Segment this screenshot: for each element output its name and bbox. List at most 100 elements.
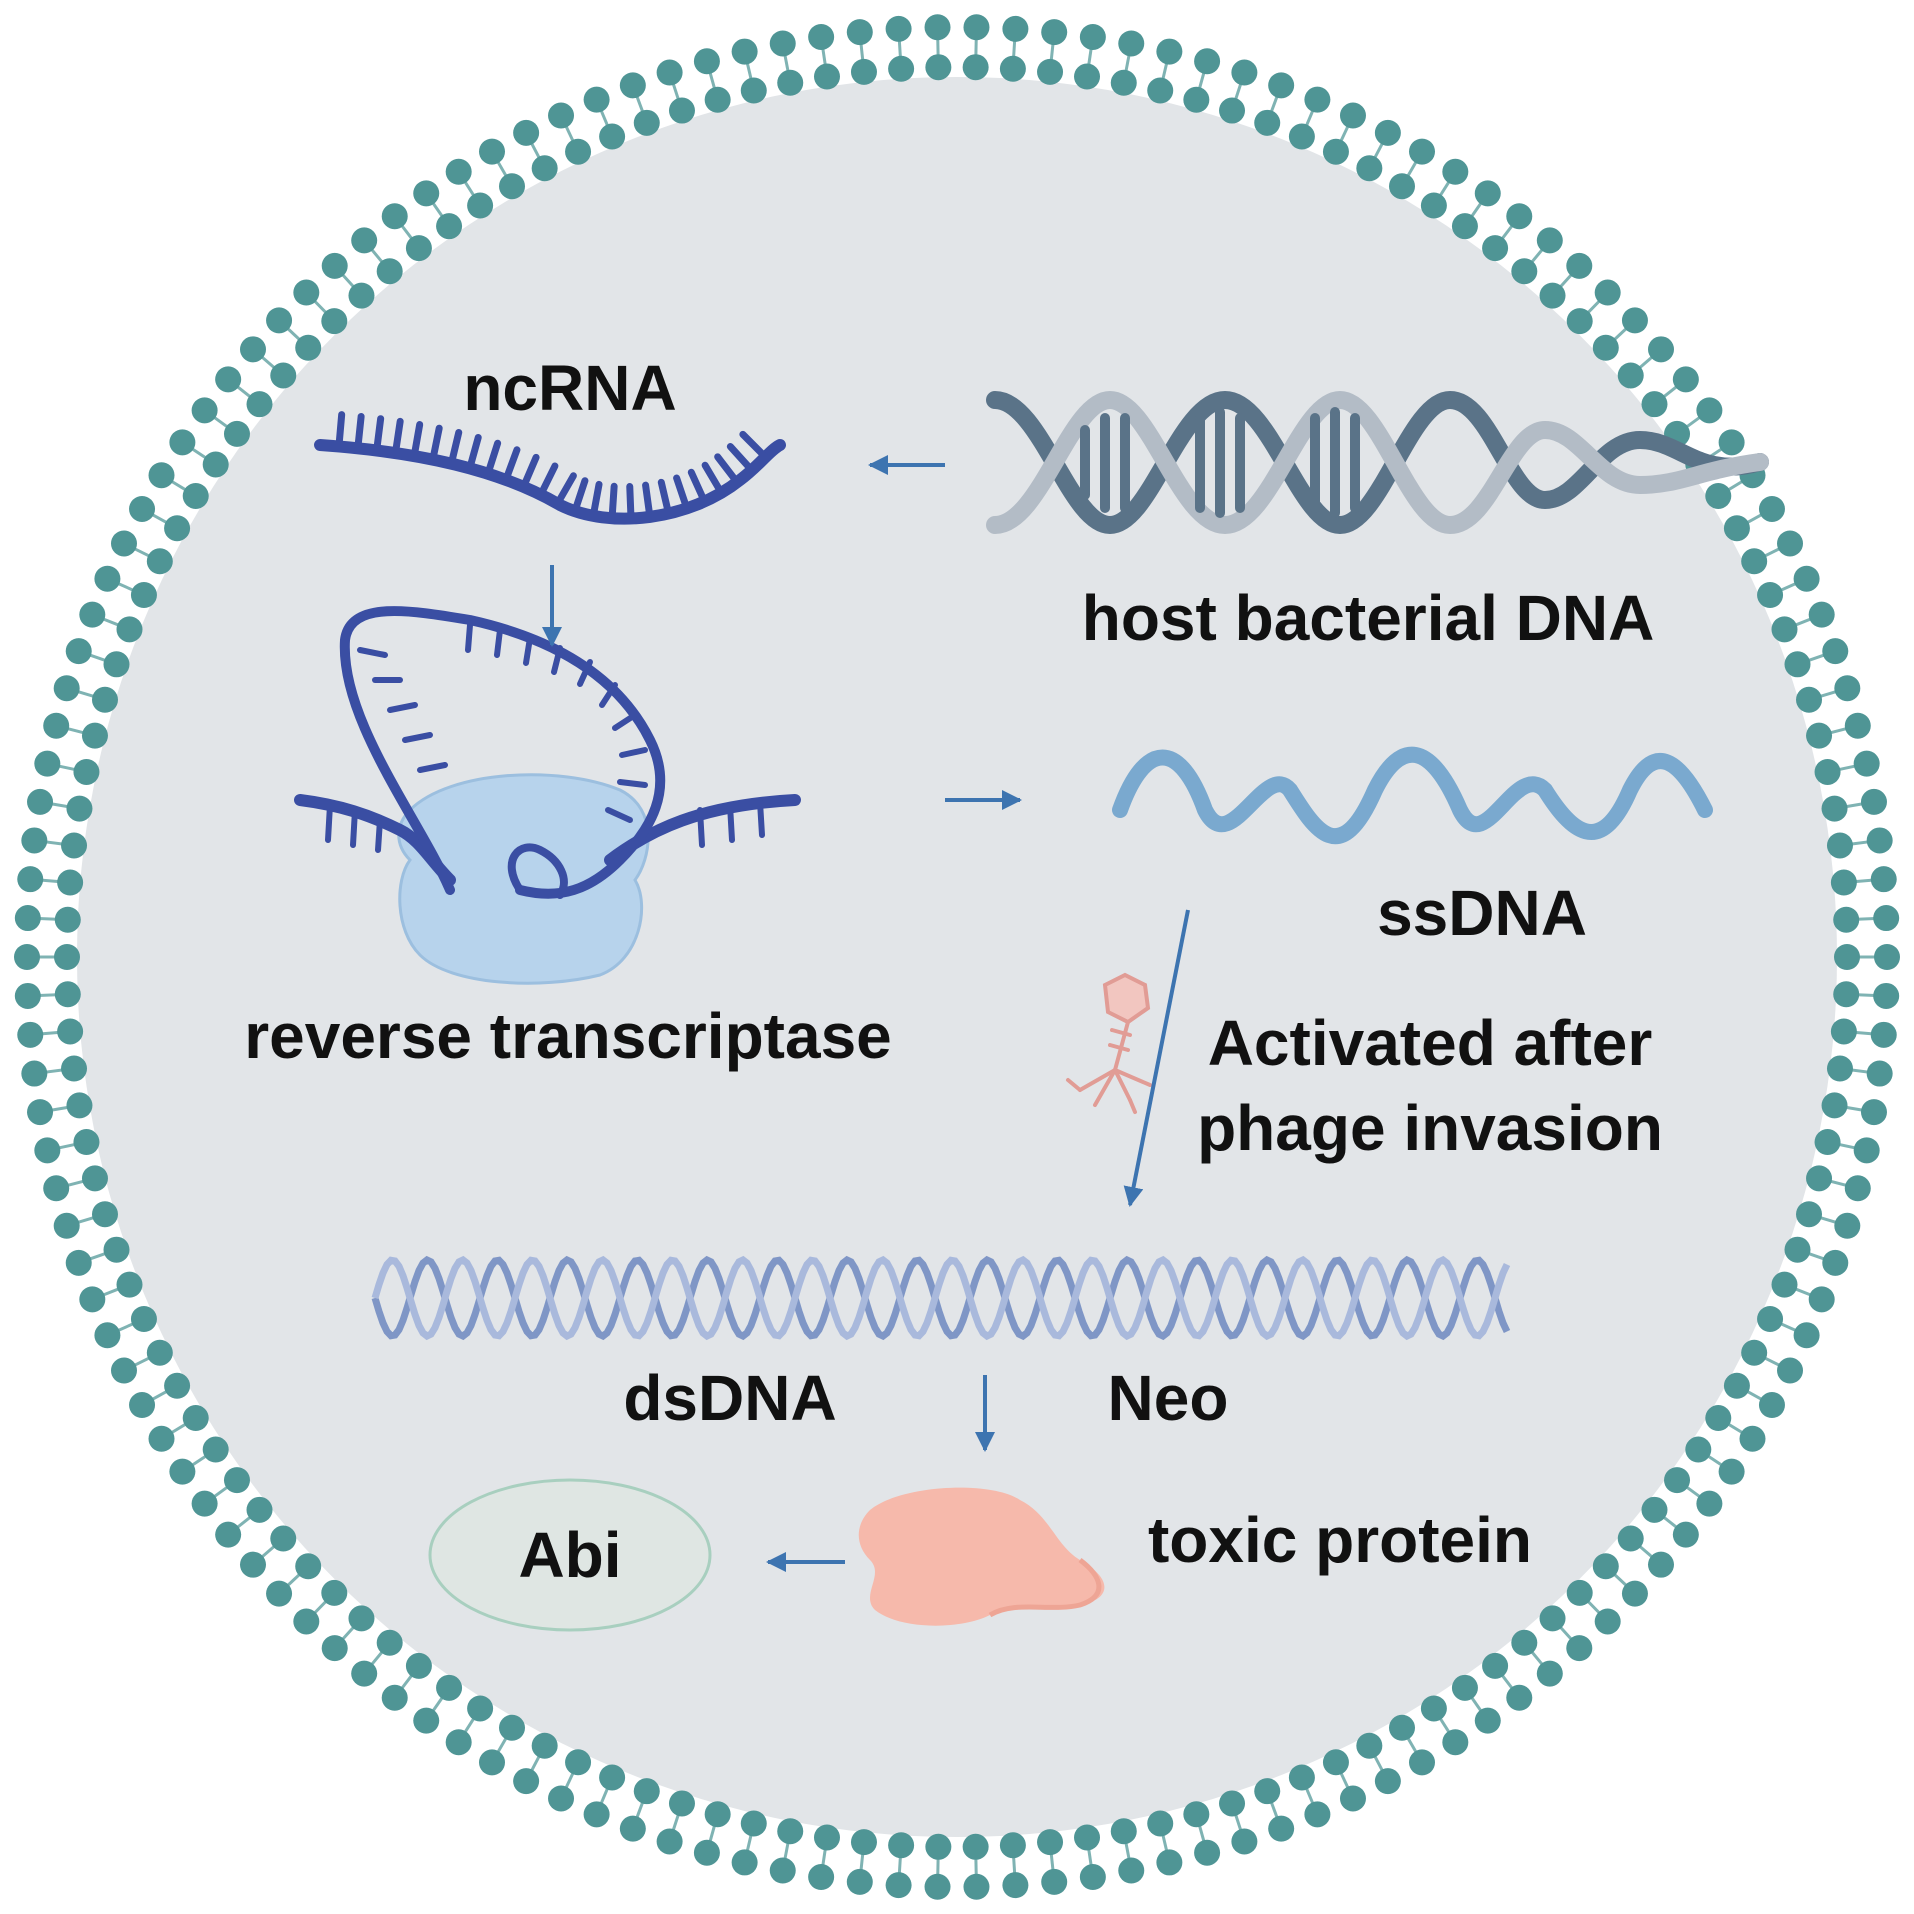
membrane-lipid-head: [1844, 1175, 1871, 1202]
membrane-lipid-head: [467, 192, 494, 219]
membrane-lipid-head: [1870, 866, 1897, 893]
membrane-lipid-head: [129, 495, 156, 522]
membrane-lipid-head: [1672, 366, 1699, 393]
membrane-lipid-head: [1451, 1674, 1478, 1701]
membrane-lipid-head: [963, 14, 990, 41]
label-abi: Abi: [518, 1519, 621, 1591]
membrane-lipid-head: [1844, 712, 1871, 739]
membrane-lipid-head: [239, 1551, 266, 1578]
membrane-lipid-head: [21, 827, 48, 854]
membrane-lipid-head: [129, 1392, 156, 1419]
membrane-lipid-head: [381, 1684, 408, 1711]
membrane-lipid-head: [479, 138, 505, 165]
membrane-lipid-head: [164, 1372, 191, 1399]
membrane-lipid-head: [633, 109, 660, 136]
membrane-lipid-head: [740, 1810, 767, 1837]
membrane-lipid-head: [191, 397, 218, 424]
membrane-lipid-head: [169, 1458, 196, 1485]
membrane-lipid-head: [1757, 582, 1784, 609]
ncrna-base: [726, 443, 756, 474]
membrane-lipid-head: [1304, 1801, 1331, 1828]
membrane-lipid-head: [1474, 1707, 1501, 1734]
membrane-lipid-head: [376, 1629, 403, 1656]
ncrna-base: [626, 483, 635, 523]
membrane-lipid-head: [1641, 391, 1668, 418]
membrane-lipid-head: [215, 1521, 242, 1548]
membrane-lipid-head: [1833, 906, 1860, 933]
membrane-lipid-head: [1356, 155, 1383, 182]
membrane-lipid-head: [110, 530, 137, 557]
membrane-lipid-head: [182, 482, 209, 509]
membrane-lipid-head: [348, 1605, 375, 1632]
membrane-lipid-head: [445, 158, 472, 185]
membrane-lipid-head: [777, 69, 804, 96]
membrane-lipid-head: [413, 180, 440, 207]
membrane-lipid-head: [295, 1553, 322, 1580]
membrane-lipid-head: [321, 1579, 348, 1606]
membrane-lipid-head: [53, 675, 80, 702]
membrane-lipid-head: [769, 1857, 796, 1884]
membrane-lipid-head: [1834, 1212, 1861, 1239]
membrane-lipid-head: [27, 1099, 54, 1126]
process-arrows: [542, 455, 1190, 1572]
membrane-lipid-head: [94, 1322, 121, 1349]
membrane-lipid-head: [321, 308, 348, 335]
label-dsdna: dsDNA: [623, 1362, 836, 1434]
membrane-lipid-head: [668, 1790, 695, 1817]
membrane-lipid-head: [1451, 213, 1478, 240]
ncrna-base: [673, 474, 691, 512]
membrane-lipid-head: [1592, 334, 1619, 361]
membrane-lipid-head: [1621, 307, 1648, 334]
membrane-lipid-head: [1374, 119, 1401, 146]
membrane-lipid-head: [1156, 38, 1183, 65]
membrane-lipid-head: [693, 1839, 720, 1866]
membrane-lipid-head: [1592, 1553, 1619, 1580]
membrane-lipid-head: [1853, 750, 1880, 777]
membrane-lipid-head: [1304, 86, 1331, 113]
membrane-lipid-head: [1442, 1729, 1469, 1756]
membrane-lipid-head: [1156, 1849, 1183, 1876]
ncrna-strand: [314, 411, 786, 525]
membrane-lipid-head: [1648, 336, 1675, 363]
membrane-lipid-head: [1074, 63, 1101, 90]
membrane-lipid-head: [731, 1849, 758, 1876]
membrane-lipid-head: [1834, 944, 1860, 970]
membrane-lipid-head: [223, 420, 250, 447]
membrane-lipid-head: [54, 981, 81, 1008]
membrane-lipid-head: [1339, 102, 1366, 129]
membrane-lipid-head: [1822, 638, 1849, 665]
membrane-lipid-head: [925, 54, 952, 81]
membrane-lipid-head: [1037, 1829, 1064, 1856]
membrane-lipid-head: [813, 63, 840, 90]
membrane-lipid-head: [1002, 15, 1029, 42]
ncrna-base: [657, 478, 673, 517]
membrane-lipid-head: [1594, 1608, 1621, 1635]
membrane-lipid-head: [1594, 279, 1621, 306]
ncrna-base: [335, 411, 346, 450]
ncrna-base: [354, 412, 365, 452]
membrane-lipid-head: [1288, 123, 1315, 150]
membrane-lipid-head: [1420, 1695, 1447, 1722]
membrane-lipid-head: [1784, 651, 1811, 678]
ssdna-strand: [1112, 746, 1713, 845]
phage-icon: [1066, 972, 1152, 1114]
membrane-lipid-head: [619, 1815, 646, 1842]
membrane-lipid-head: [619, 72, 646, 99]
membrane-lipid-head: [1037, 58, 1064, 85]
membrane-lipid-head: [54, 944, 80, 970]
membrane-lipid-head: [1806, 1165, 1833, 1192]
membrane-lipid-head: [1873, 905, 1900, 932]
membrane-lipid-head: [924, 1873, 951, 1900]
reverse-transcriptase-complex: [294, 606, 801, 985]
membrane-lipid-head: [531, 155, 558, 182]
membrane-lipid-head: [1826, 1055, 1853, 1082]
membrane-lipid-head: [110, 1357, 137, 1384]
membrane-lipid-head: [1482, 1652, 1509, 1679]
membrane-lipid-head: [548, 102, 575, 129]
membrane-lipid-head: [1705, 1405, 1732, 1432]
membrane-lipid-head: [704, 86, 731, 113]
label-toxic-protein: toxic protein: [1148, 1504, 1532, 1576]
membrane-lipid-head: [1757, 1305, 1784, 1332]
membrane-lipid-head: [73, 1129, 100, 1156]
membrane-lipid-head: [1511, 1629, 1538, 1656]
